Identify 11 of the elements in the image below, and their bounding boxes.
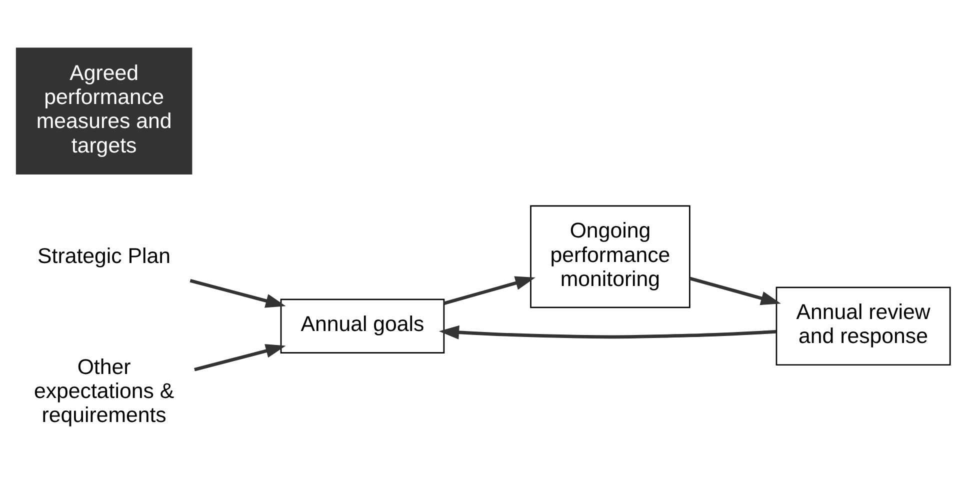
node-text: Other expectations & requirements xyxy=(34,354,174,427)
node-box: Agreed performance measures and targets xyxy=(16,47,192,174)
arrow xyxy=(190,278,286,308)
arrow xyxy=(194,344,286,371)
arrow xyxy=(444,276,536,304)
node-box: Annual goals xyxy=(280,298,445,353)
arrow xyxy=(438,324,776,339)
node-text: Strategic Plan xyxy=(38,244,171,268)
node-box: Annual review and response xyxy=(776,286,951,366)
node-box: Ongoing performance monitoring xyxy=(530,204,690,308)
arrow xyxy=(689,276,781,305)
